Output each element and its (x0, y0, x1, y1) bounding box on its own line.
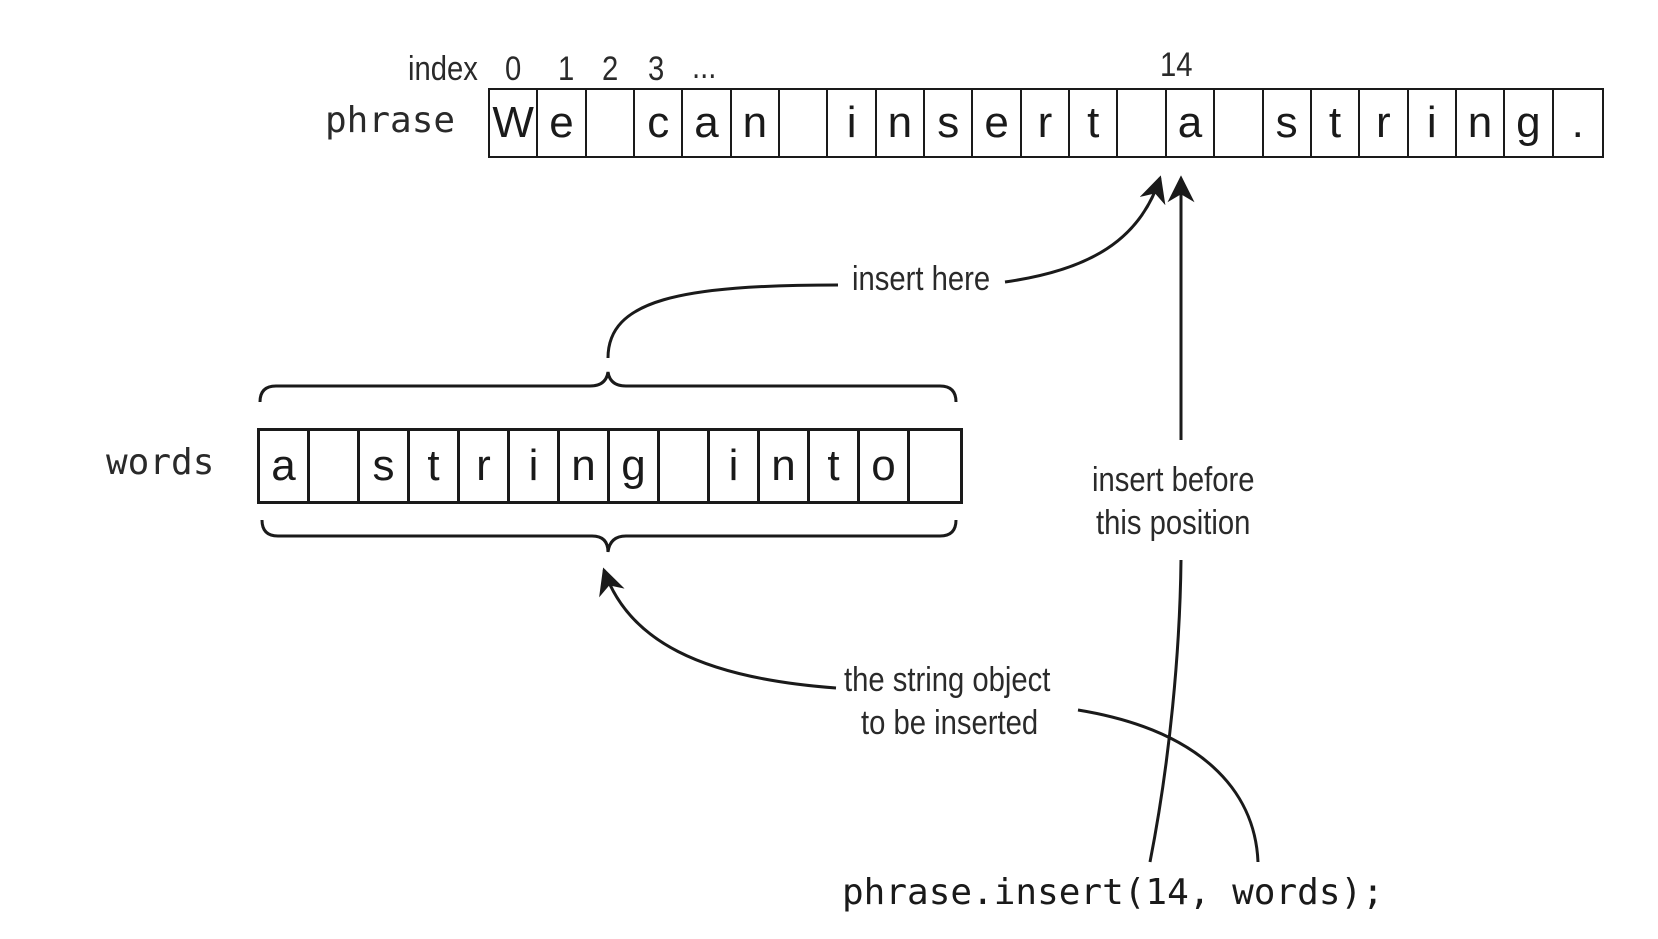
words-char-cell-1 (310, 431, 360, 501)
string-object-label-line1: the string object (844, 661, 1051, 699)
insert-here-curve (606, 283, 839, 359)
phrase-char-cell-19: i (1409, 90, 1457, 156)
index-number-1: 1 (558, 50, 575, 88)
words-label: words (106, 442, 215, 483)
phrase-char-cell-12: t (1070, 90, 1119, 156)
phrase-label: phrase (325, 100, 456, 141)
words-char-cell-6: n (560, 431, 610, 501)
insert-here-label: insert here (852, 260, 991, 298)
words-char-cell-3: t (410, 431, 460, 501)
words-char-cell-4: r (460, 431, 510, 501)
insert-before-label-line1: insert before (1092, 461, 1255, 499)
phrase-char-cell-8: n (877, 90, 926, 156)
words-char-cell-9: i (710, 431, 760, 501)
bottom-brace (260, 519, 958, 553)
phrase-char-cell-20: n (1457, 90, 1506, 156)
index-number-0: 0 (505, 50, 522, 88)
insert-before-label-line2: this position (1096, 504, 1251, 542)
phrase-char-cell-13 (1118, 90, 1167, 156)
phrase-char-cell-6 (780, 90, 829, 156)
phrase-char-cell-3: c (635, 90, 684, 156)
words-char-cell-11: t (810, 431, 860, 501)
phrase-char-cell-16: s (1264, 90, 1312, 156)
phrase-char-cell-7: i (828, 90, 877, 156)
top-brace (258, 371, 958, 403)
phrase-char-cell-1: e (538, 90, 587, 156)
phrase-char-cell-22: . (1571, 98, 1584, 147)
phrase-char-cell-18: r (1360, 90, 1409, 156)
phrase-char-cell-2 (587, 90, 636, 156)
position-number: 14 (1160, 46, 1193, 84)
index-ellipsis: ... (692, 48, 717, 86)
words-char-cell-10: n (760, 431, 810, 501)
words-char-cell-5: i (510, 431, 560, 501)
words-char-cell-0: a (260, 431, 310, 501)
phrase-char-cell-17: t (1312, 90, 1361, 156)
phrase-char-cell-14: a (1167, 90, 1216, 156)
words-char-cell-12: o (860, 431, 910, 501)
phrase-char-cell-9: s (925, 90, 974, 156)
words-char-cell-8 (660, 431, 710, 501)
phrase-char-cell-21: g (1505, 90, 1554, 156)
position-argument-line (1148, 559, 1183, 863)
index-number-3: 3 (648, 50, 665, 88)
phrase-char-cell-11: r (1022, 90, 1071, 156)
phrase-char-cell-15 (1215, 90, 1264, 156)
code-statement: phrase.insert(14, words); (842, 872, 1384, 913)
string-object-label-line2: to be inserted (861, 704, 1039, 742)
words-char-cell-7: g (610, 431, 660, 501)
words-char-cell-2: s (360, 431, 410, 501)
index-label: index (408, 50, 478, 88)
phrase-char-cell-5: n (732, 90, 781, 156)
string-object-arrow (599, 567, 837, 690)
insert-here-arrow (1004, 175, 1166, 284)
phrase-char-cell-10: e (973, 90, 1022, 156)
words-argument-line (1077, 708, 1260, 863)
index-number-2: 2 (602, 50, 619, 88)
phrase-char-cell-0: W (490, 90, 539, 156)
phrase-char-cell-4: a (683, 90, 732, 156)
